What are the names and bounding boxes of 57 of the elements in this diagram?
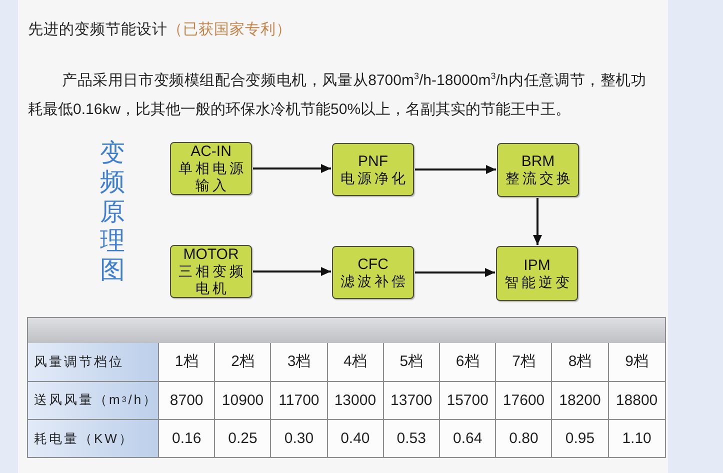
table-value: 9档 (608, 343, 665, 382)
table-value: 10900 (215, 382, 272, 420)
row-header: 耗电量（KW） (28, 420, 159, 457)
process-box (496, 246, 578, 301)
row-header: 风量调节档位 (28, 343, 159, 382)
table-value: 13000 (328, 382, 384, 420)
table-value: 0.95 (552, 420, 609, 457)
node-title: IPM (524, 256, 550, 274)
row-header: 送风风量（m$^{3}$/h） (28, 382, 159, 420)
node-label: 电源净化 (340, 170, 410, 186)
intro-paragraph: 产品采用日市变频模组配合变频电机，风量从8700m$^{3}$/h-18000m$^{3}$/h内任意调节，整机功耗最低0.16kw，比其他一般的环保水冷机节能50%以上，名副其实的节能王中王。 (28, 70, 646, 120)
node-label: 三相变频电机 (178, 263, 248, 297)
node-title: PNF (358, 152, 388, 170)
table-value: 3档 (271, 343, 328, 382)
process-box (332, 143, 414, 196)
node-title: AC-IN (190, 143, 232, 160)
node-title: MOTOR (183, 246, 239, 263)
table-value: 7档 (496, 343, 552, 382)
table-value: 1档 (159, 343, 216, 382)
table-value: 4档 (328, 343, 384, 382)
process-box (332, 246, 414, 299)
table-value: 8700 (159, 382, 216, 420)
table-value: 0.16 (159, 420, 216, 457)
arrow (253, 267, 331, 276)
arrow (415, 165, 496, 174)
table-value: 18200 (552, 382, 609, 420)
node-label: 智能逆变 (504, 274, 574, 290)
node-title: BRM (521, 153, 555, 170)
table-value: 2档 (215, 343, 272, 382)
arrow (533, 198, 542, 245)
table-value: 0.53 (384, 420, 440, 457)
table-value: 0.40 (328, 420, 384, 457)
arrow (415, 268, 495, 277)
process-box (170, 245, 252, 298)
table-value: 0.25 (215, 420, 272, 457)
table-value: 13700 (384, 382, 440, 420)
node-label: 单相电源输入 (178, 160, 248, 194)
process-box (170, 142, 252, 195)
patent-note: （已获国家专利） (168, 20, 292, 39)
node-label: 整流交换 (504, 170, 574, 187)
table-value: 0.80 (496, 420, 552, 457)
table-value: 15700 (440, 382, 496, 420)
table-value: 11700 (271, 382, 328, 420)
table-value: 5档 (384, 343, 440, 382)
process-box (497, 143, 579, 197)
node-label: 滤波补偿 (340, 272, 410, 290)
table-value: 6档 (440, 343, 496, 382)
table-value: 0.64 (440, 420, 496, 457)
table-value: 8档 (552, 343, 609, 382)
table-value: 18800 (608, 382, 665, 420)
table-value: 17600 (496, 382, 552, 420)
vertical-heading: 变频原理图 (100, 138, 125, 284)
arrow (253, 164, 331, 173)
table-value: 1.10 (608, 420, 665, 457)
heading: 先进的变频节能设计 (28, 20, 168, 39)
node-title: CFC (358, 256, 388, 272)
table-value: 0.30 (271, 420, 328, 457)
